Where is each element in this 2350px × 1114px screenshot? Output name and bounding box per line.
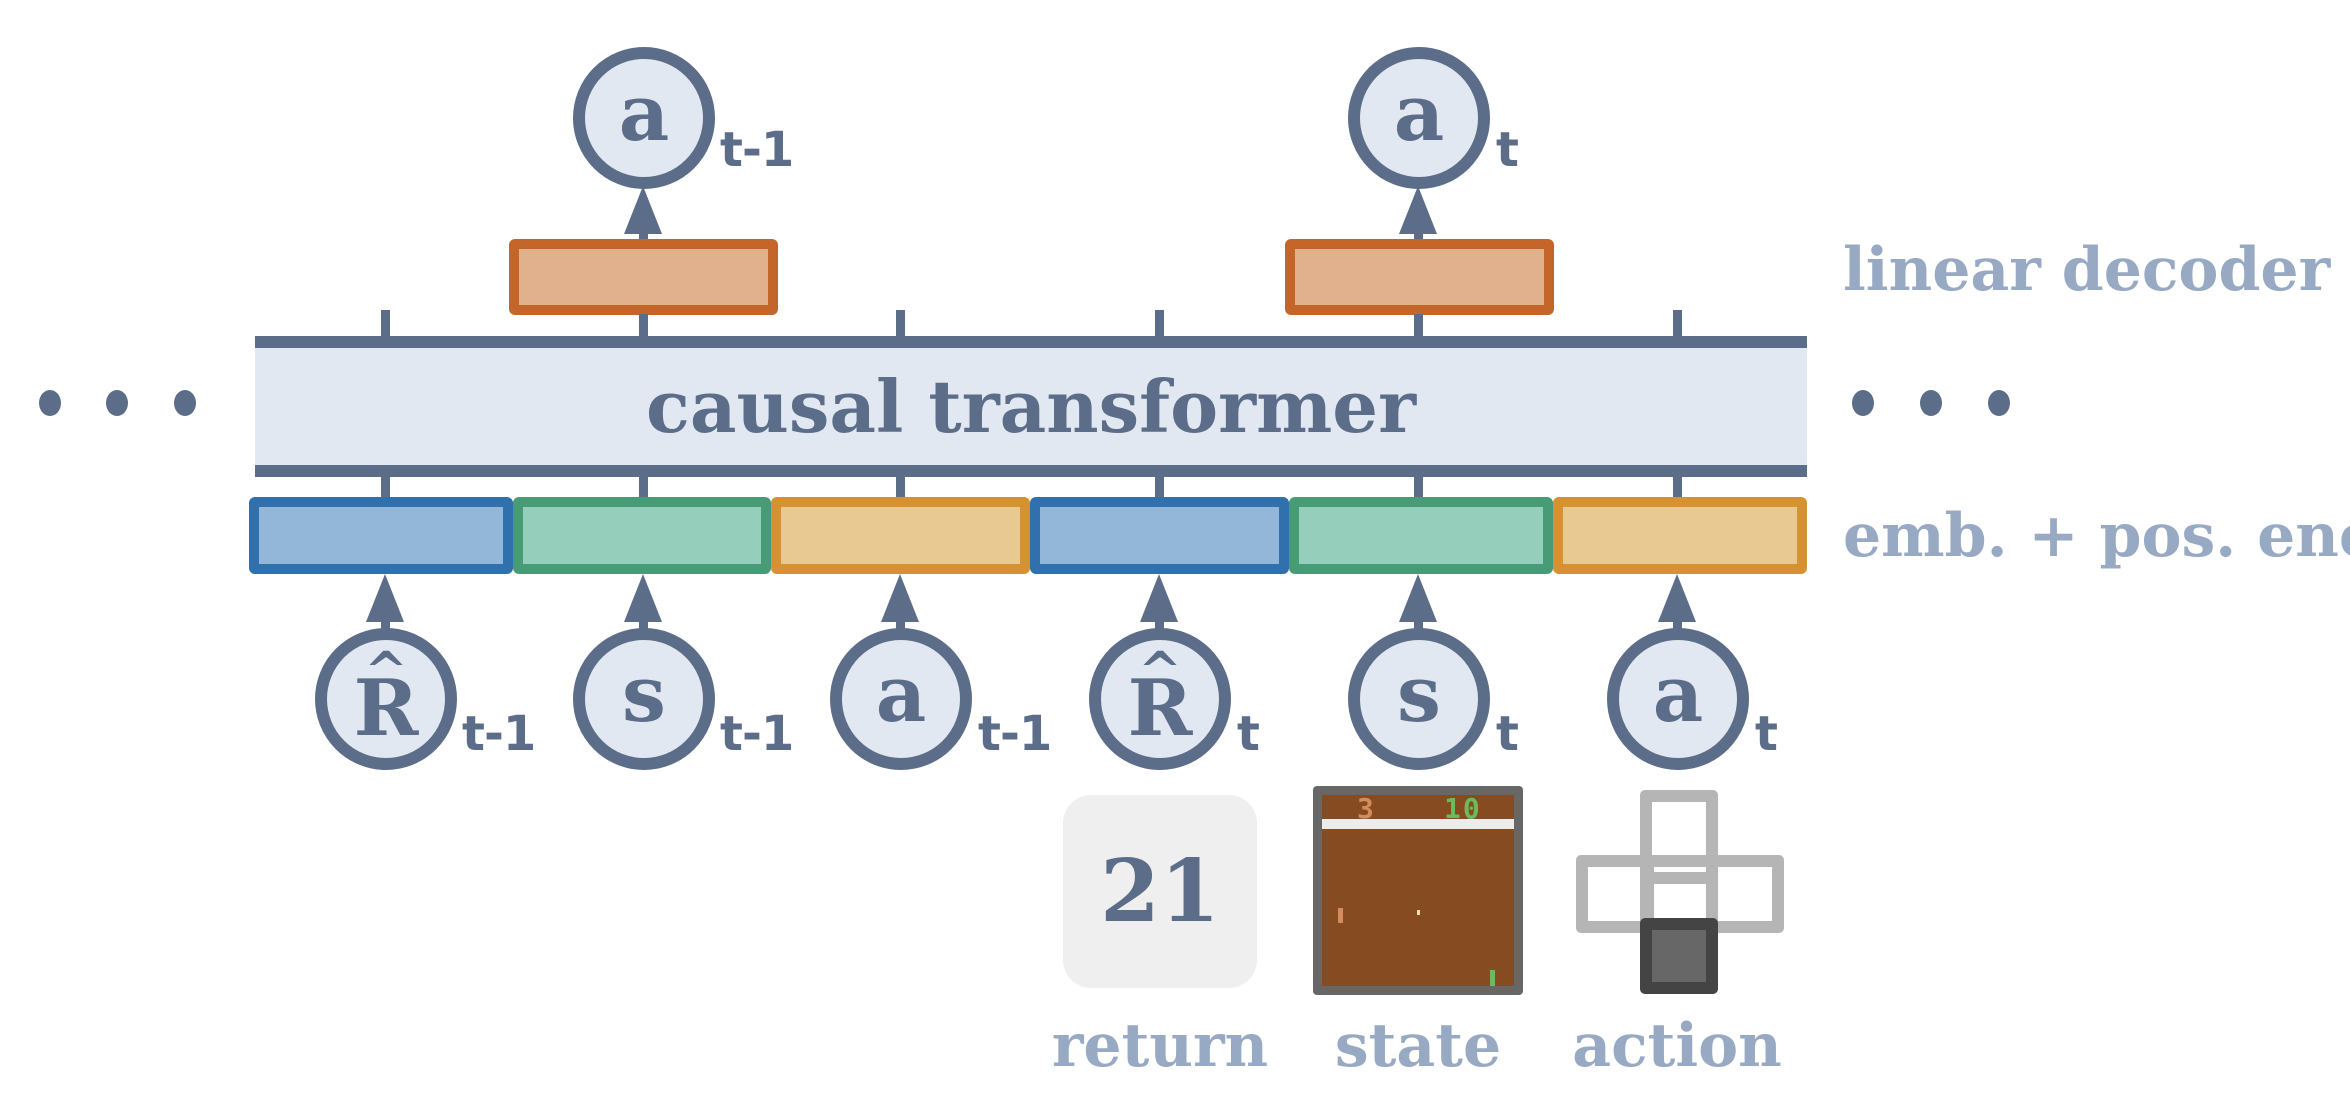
embedding-action	[771, 497, 1030, 574]
hat-accent: ^	[1138, 641, 1182, 702]
dot	[1988, 390, 2010, 416]
tick	[381, 477, 390, 499]
arrow-up-icon	[1140, 574, 1178, 622]
input-symbol: a	[1652, 649, 1704, 740]
dot	[106, 390, 128, 416]
score-right: 10	[1444, 792, 1482, 825]
arrow-up-icon	[624, 574, 662, 622]
input-node-state-t: s	[1348, 628, 1490, 770]
tick	[896, 477, 905, 499]
tick	[1414, 314, 1423, 340]
input-subscript: t	[1237, 706, 1260, 762]
connector	[1414, 618, 1423, 632]
connector	[1414, 230, 1423, 242]
input-symbol: a	[875, 649, 927, 740]
causal-transformer-label: causal transformer	[645, 363, 1417, 449]
return-value: 21	[1100, 840, 1220, 942]
embedding-state	[1289, 497, 1553, 574]
connector	[1155, 618, 1164, 632]
input-node-action-t: a	[1607, 628, 1749, 770]
output-subscript: t-1	[720, 122, 794, 178]
input-subscript: t-1	[720, 706, 794, 762]
embedding-label: emb. + pos. enc.	[1843, 501, 2350, 571]
input-subscript: t	[1755, 706, 1778, 762]
output-symbol: a	[618, 68, 670, 159]
embedding-return	[1030, 497, 1289, 574]
game-screen: 3 10	[1322, 795, 1514, 986]
dpad-right	[1706, 855, 1784, 933]
embedding-action	[1553, 497, 1807, 574]
linear-decoder-block	[509, 239, 778, 315]
input-symbol: s	[1397, 649, 1441, 740]
tick	[1155, 477, 1164, 499]
input-node-return-t-minus-1: ^ R	[315, 628, 457, 770]
arrow-up-icon	[881, 574, 919, 622]
input-subscript: t-1	[462, 706, 536, 762]
arrow-up-icon	[1399, 186, 1437, 234]
tick	[1414, 477, 1423, 499]
tick	[1673, 477, 1682, 499]
tick	[639, 477, 648, 499]
connector	[381, 618, 390, 632]
connector	[639, 230, 648, 242]
connector	[639, 618, 648, 632]
tick	[639, 314, 648, 340]
input-node-return-t: ^ R	[1089, 628, 1231, 770]
linear-decoder-block	[1285, 239, 1554, 315]
tick	[896, 310, 905, 340]
output-symbol: a	[1393, 68, 1445, 159]
input-node-state-t-minus-1: s	[573, 628, 715, 770]
hat-accent: ^	[364, 641, 408, 702]
arrow-up-icon	[1399, 574, 1437, 622]
arrow-up-icon	[1658, 574, 1696, 622]
linear-decoder-label: linear decoder	[1843, 235, 2331, 305]
causal-transformer-block: causal transformer	[255, 336, 1807, 477]
left-paddle	[1338, 908, 1343, 923]
tick	[1673, 310, 1682, 340]
embedding-state	[513, 497, 771, 574]
output-node-a-t-minus-1: a	[573, 47, 715, 189]
dot	[1852, 390, 1874, 416]
state-game-frame: 3 10	[1313, 786, 1523, 995]
output-subscript: t	[1496, 122, 1519, 178]
legend-label-action: action	[1572, 1011, 1782, 1081]
connector	[1673, 618, 1682, 632]
dpad-down-selected	[1640, 918, 1718, 994]
arrow-up-icon	[366, 574, 404, 622]
right-paddle	[1490, 970, 1495, 986]
dot	[39, 390, 61, 416]
input-subscript: t	[1496, 706, 1519, 762]
input-node-action-t-minus-1: a	[830, 628, 972, 770]
legend-label-return: return	[1051, 1011, 1269, 1081]
return-value-box: 21	[1063, 795, 1257, 988]
input-symbol: s	[622, 649, 666, 740]
embedding-return	[249, 497, 513, 574]
legend-label-state: state	[1334, 1011, 1502, 1081]
dot	[1920, 390, 1942, 416]
output-node-a-t: a	[1348, 47, 1490, 189]
input-symbol: R	[353, 663, 419, 754]
tick	[1155, 310, 1164, 340]
top-wall	[1322, 819, 1514, 829]
dot	[174, 390, 196, 416]
score-left: 3	[1357, 792, 1374, 825]
input-symbol: R	[1127, 663, 1193, 754]
connector	[896, 618, 905, 632]
arrow-up-icon	[624, 186, 662, 234]
input-subscript: t-1	[978, 706, 1052, 762]
ball	[1417, 910, 1420, 915]
tick	[381, 310, 390, 340]
